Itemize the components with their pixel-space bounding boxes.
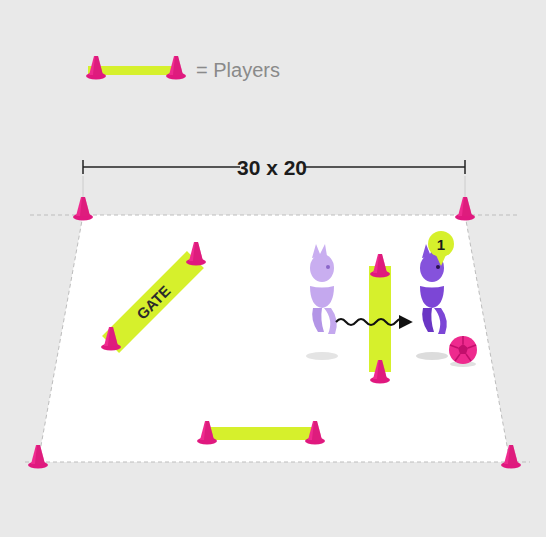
ball [449,336,477,367]
player-start [306,244,338,360]
pitch-lines [25,215,530,462]
callout-number: 1 [437,237,445,252]
gate-horizontal [205,427,315,440]
dimension-label: 30 x 20 [237,157,307,178]
pitch [38,215,510,462]
legend-sample [86,56,186,80]
dribble-arrow [336,319,410,325]
player-end [416,244,448,360]
callout-bubble [428,231,454,266]
legend-label: = Players [196,60,280,80]
